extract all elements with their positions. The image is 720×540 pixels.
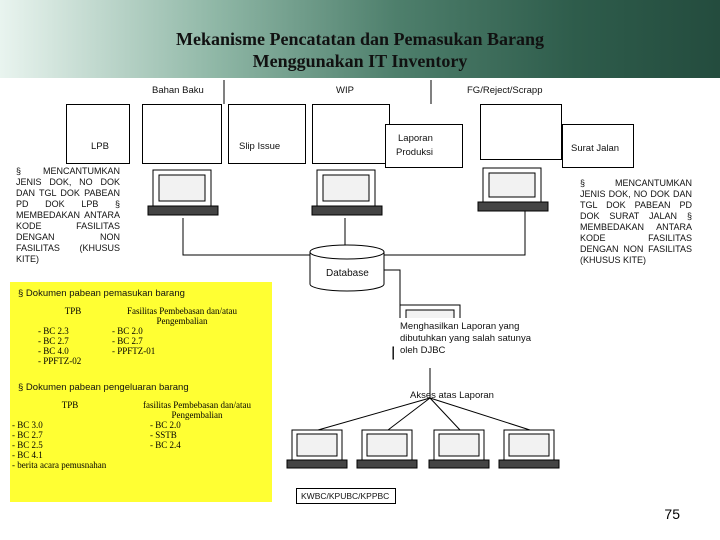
export-col-1-item: - BC 2.7	[12, 430, 43, 440]
import-col-2-item: - BC 2.7	[112, 336, 143, 346]
laptop-icon-customs-2	[356, 429, 418, 469]
laptop-icon-customs-1	[286, 429, 348, 469]
export-col-1-item: - BC 2.5	[12, 440, 43, 450]
laptop-icon-customs-3	[428, 429, 490, 469]
surat-jalan-label: Surat Jalan	[571, 143, 620, 154]
export-docs-table: TPB fasilitas Pembebasan dan/atau Pengem…	[10, 400, 264, 470]
category-wip-label: WIP	[336, 85, 354, 96]
export-col-1-cell: - BC 3.0 - BC 2.7 - BC 2.5 - BC 4.1 - be…	[10, 420, 130, 470]
export-docs-panel: § Dokumen pabean pengeluaran barang TPB …	[10, 382, 272, 502]
left-note-panel: § MENCANTUMKAN JENIS DOK, NO DOK DAN TGL…	[16, 164, 122, 270]
export-col-1-item: - BC 4.1	[12, 450, 43, 460]
laporan-produksi-box: Laporan Produksi	[385, 124, 463, 168]
raw-material-box	[142, 104, 222, 164]
surat-jalan-box: Surat Jalan	[562, 124, 634, 168]
import-col-2-cell: - BC 2.0 - BC 2.7 - PPFTZ-01	[110, 326, 254, 366]
export-col-2-item: - SSTB	[150, 430, 177, 440]
export-docs-heading: § Dokumen pabean pengeluaran barang	[18, 382, 189, 393]
database-cylinder	[309, 244, 385, 292]
page-number: 75	[664, 506, 680, 522]
export-col-1-header: TPB	[61, 400, 79, 410]
left-note-text: § MENCANTUMKAN JENIS DOK, NO DOK DAN TGL…	[16, 166, 120, 264]
laptop-icon-customs-4	[498, 429, 560, 469]
laporan-label-line-1: Laporan	[398, 133, 433, 144]
slip-issue-label: Slip Issue	[239, 141, 281, 152]
database-label: Database	[326, 268, 369, 279]
wip-box	[312, 104, 390, 164]
import-col-2-header: Fasilitas Pembebasan dan/atau Pengembali…	[127, 306, 237, 326]
import-col-2-item: - PPFTZ-01	[112, 346, 156, 356]
export-col-2-item: - BC 2.4	[150, 440, 181, 450]
lpb-document-box: LPB	[66, 104, 130, 164]
access-label: Akses atas Laporan	[410, 390, 494, 401]
import-docs-heading: § Dokumen pabean pemasukan barang	[18, 288, 185, 299]
export-col-2-header: fasilitas Pembebasan dan/atau Pengembali…	[143, 400, 251, 420]
import-col-1-header: TPB	[64, 306, 82, 316]
export-col-1-item: - berita acara pemusnahan	[12, 460, 107, 470]
category-raw-label: Bahan Baku	[152, 85, 204, 96]
title-line-2: Menggunakan IT Inventory	[252, 51, 468, 71]
laptop-icon-wip	[311, 169, 383, 216]
right-note-text: § MENCANTUMKAN JENIS DOK, NO DOK DAN TGL…	[580, 178, 692, 265]
export-col-1-item: - BC 3.0	[12, 420, 43, 430]
laptop-icon-fg	[477, 167, 549, 212]
import-col-1-item: - BC 4.0	[38, 346, 69, 356]
import-col-1-item: - BC 2.3	[38, 326, 69, 336]
import-col-2-item: - BC 2.0	[112, 326, 143, 336]
title-line-1: Mekanisme Pencatatan dan Pemasukan Baran…	[175, 29, 544, 49]
import-col-1-item: - PPFTZ-02	[38, 356, 82, 366]
slip-issue-box: Slip Issue	[228, 104, 306, 164]
import-docs-table: TPB Fasilitas Pembebasan dan/atau Pengem…	[36, 306, 254, 366]
laptop-icon-raw	[147, 169, 219, 216]
customs-office-label: KWBC/KPUBC/KPPBC	[301, 491, 390, 501]
laporan-label-line-2: Produksi	[396, 147, 433, 158]
customs-office-box: KWBC/KPUBC/KPPBC	[296, 488, 396, 504]
slide-title: Mekanisme Pencatatan dan Pemasukan Baran…	[130, 28, 590, 72]
export-col-2-item: - BC 2.0	[150, 420, 181, 430]
report-text-panel: Menghasilkan Laporan yang dibutuhkan yan…	[394, 318, 550, 364]
import-col-1-cell: - BC 2.3 - BC 2.7 - BC 4.0 - PPFTZ-02	[36, 326, 110, 366]
fg-box	[480, 104, 562, 160]
right-note-panel: § MENCANTUMKAN JENIS DOK, NO DOK DAN TGL…	[580, 178, 694, 288]
import-docs-panel: § Dokumen pabean pemasukan barang TPB Fa…	[10, 282, 272, 384]
title-banner	[0, 0, 720, 78]
export-col-2-cell: - BC 2.0 - SSTB - BC 2.4	[130, 420, 264, 470]
lpb-label: LPB	[91, 141, 109, 152]
import-col-1-item: - BC 2.7	[38, 336, 69, 346]
category-fg-label: FG/Reject/Scrapp	[467, 85, 543, 96]
report-text: Menghasilkan Laporan yang dibutuhkan yan…	[400, 321, 531, 356]
